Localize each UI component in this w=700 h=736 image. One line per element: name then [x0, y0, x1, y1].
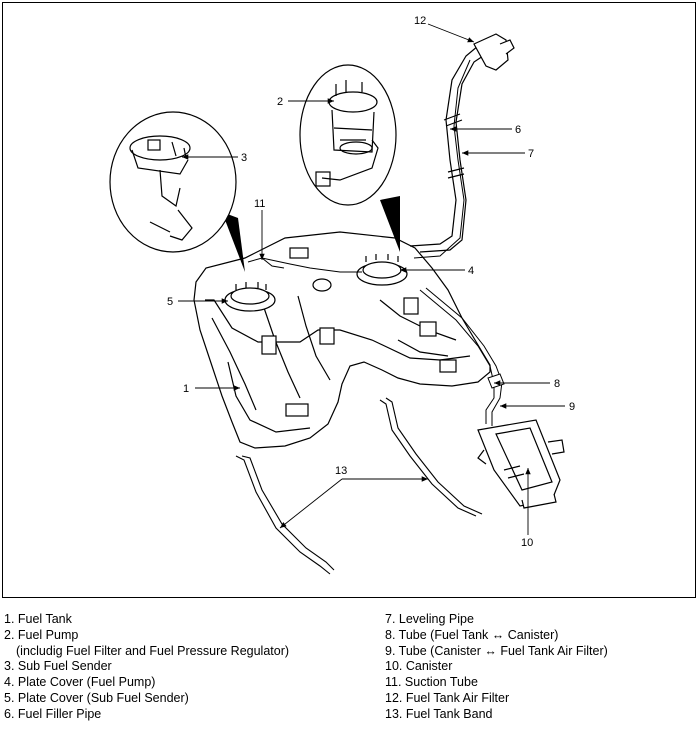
legend-item-fuel-filler-pipe: 6. Fuel Filler Pipe — [4, 706, 102, 721]
leader-12 — [427, 23, 475, 43]
legend-item-plate-cover-fuel-pump: 4. Plate Cover (Fuel Pump) — [4, 675, 156, 690]
legend-item-fuel-tank-band: 13. Fuel Tank Band — [385, 706, 493, 721]
detail-wedge-left — [222, 212, 245, 272]
detail-wedge-right — [380, 196, 400, 252]
callout-3: 3 — [241, 152, 247, 164]
legend-right: 7. Leveling Pipe 8. Tube (Fuel Tank ↔ Ca… — [385, 612, 695, 723]
callout-4: 4 — [468, 265, 474, 277]
callout-5: 5 — [167, 296, 173, 308]
legend-item-fuel-pump-note: (includig Fuel Filter and Fuel Pressure … — [16, 643, 290, 658]
legend-item-suction-tube: 11. Suction Tube — [385, 675, 478, 690]
legend-item-fuel-tank-air-filter: 12. Fuel Tank Air Filter — [385, 690, 510, 705]
diagram-frame — [2, 2, 696, 598]
fuel-pump-detail — [299, 64, 397, 206]
callout-8: 8 — [554, 378, 560, 390]
fuel-filler-pipe — [409, 45, 487, 253]
plate-cover-sub-fuel-sender — [224, 282, 276, 312]
sub-fuel-sender-detail — [109, 111, 237, 253]
fuel-system-illustration: 1 2 3 4 5 6 7 8 9 10 11 12 13 — [109, 15, 575, 575]
legend-item-fuel-pump: 2. Fuel Pump — [4, 627, 79, 642]
fuel-tank-air-filter — [473, 33, 515, 71]
leveling-pipe — [413, 59, 471, 259]
legend-item-plate-cover-sub-fuel-sender: 5. Plate Cover (Sub Fuel Sender) — [4, 690, 189, 705]
legend-item-leveling-pipe: 7. Leveling Pipe — [385, 612, 474, 626]
legend-item-tube-canister-air-filter: 9. Tube (Canister ↔ Fuel Tank Air Filter… — [385, 643, 608, 658]
canister — [477, 419, 565, 509]
callout-13: 13 — [335, 465, 347, 477]
callout-6: 6 — [515, 124, 521, 136]
legend-left: 1. Fuel Tank 2. Fuel Pump (includig Fuel… — [4, 612, 374, 723]
callout-1: 1 — [183, 383, 189, 395]
legend-item-tube-tank-canister: 8. Tube (Fuel Tank ↔ Canister) — [385, 627, 559, 642]
fuel-tank — [193, 231, 491, 449]
legend-item-canister: 10. Canister — [385, 659, 453, 674]
callout-10: 10 — [521, 537, 533, 549]
callout-12: 12 — [414, 15, 426, 27]
plate-cover-fuel-pump — [356, 254, 408, 286]
callout-9: 9 — [569, 401, 575, 413]
legend-item-fuel-tank: 1. Fuel Tank — [4, 612, 72, 626]
callout-7: 7 — [528, 148, 534, 160]
callout-2: 2 — [277, 96, 283, 108]
leader-13a — [279, 478, 343, 529]
legend-item-sub-fuel-sender: 3. Sub Fuel Sender — [4, 659, 112, 674]
callout-11: 11 — [254, 198, 265, 210]
